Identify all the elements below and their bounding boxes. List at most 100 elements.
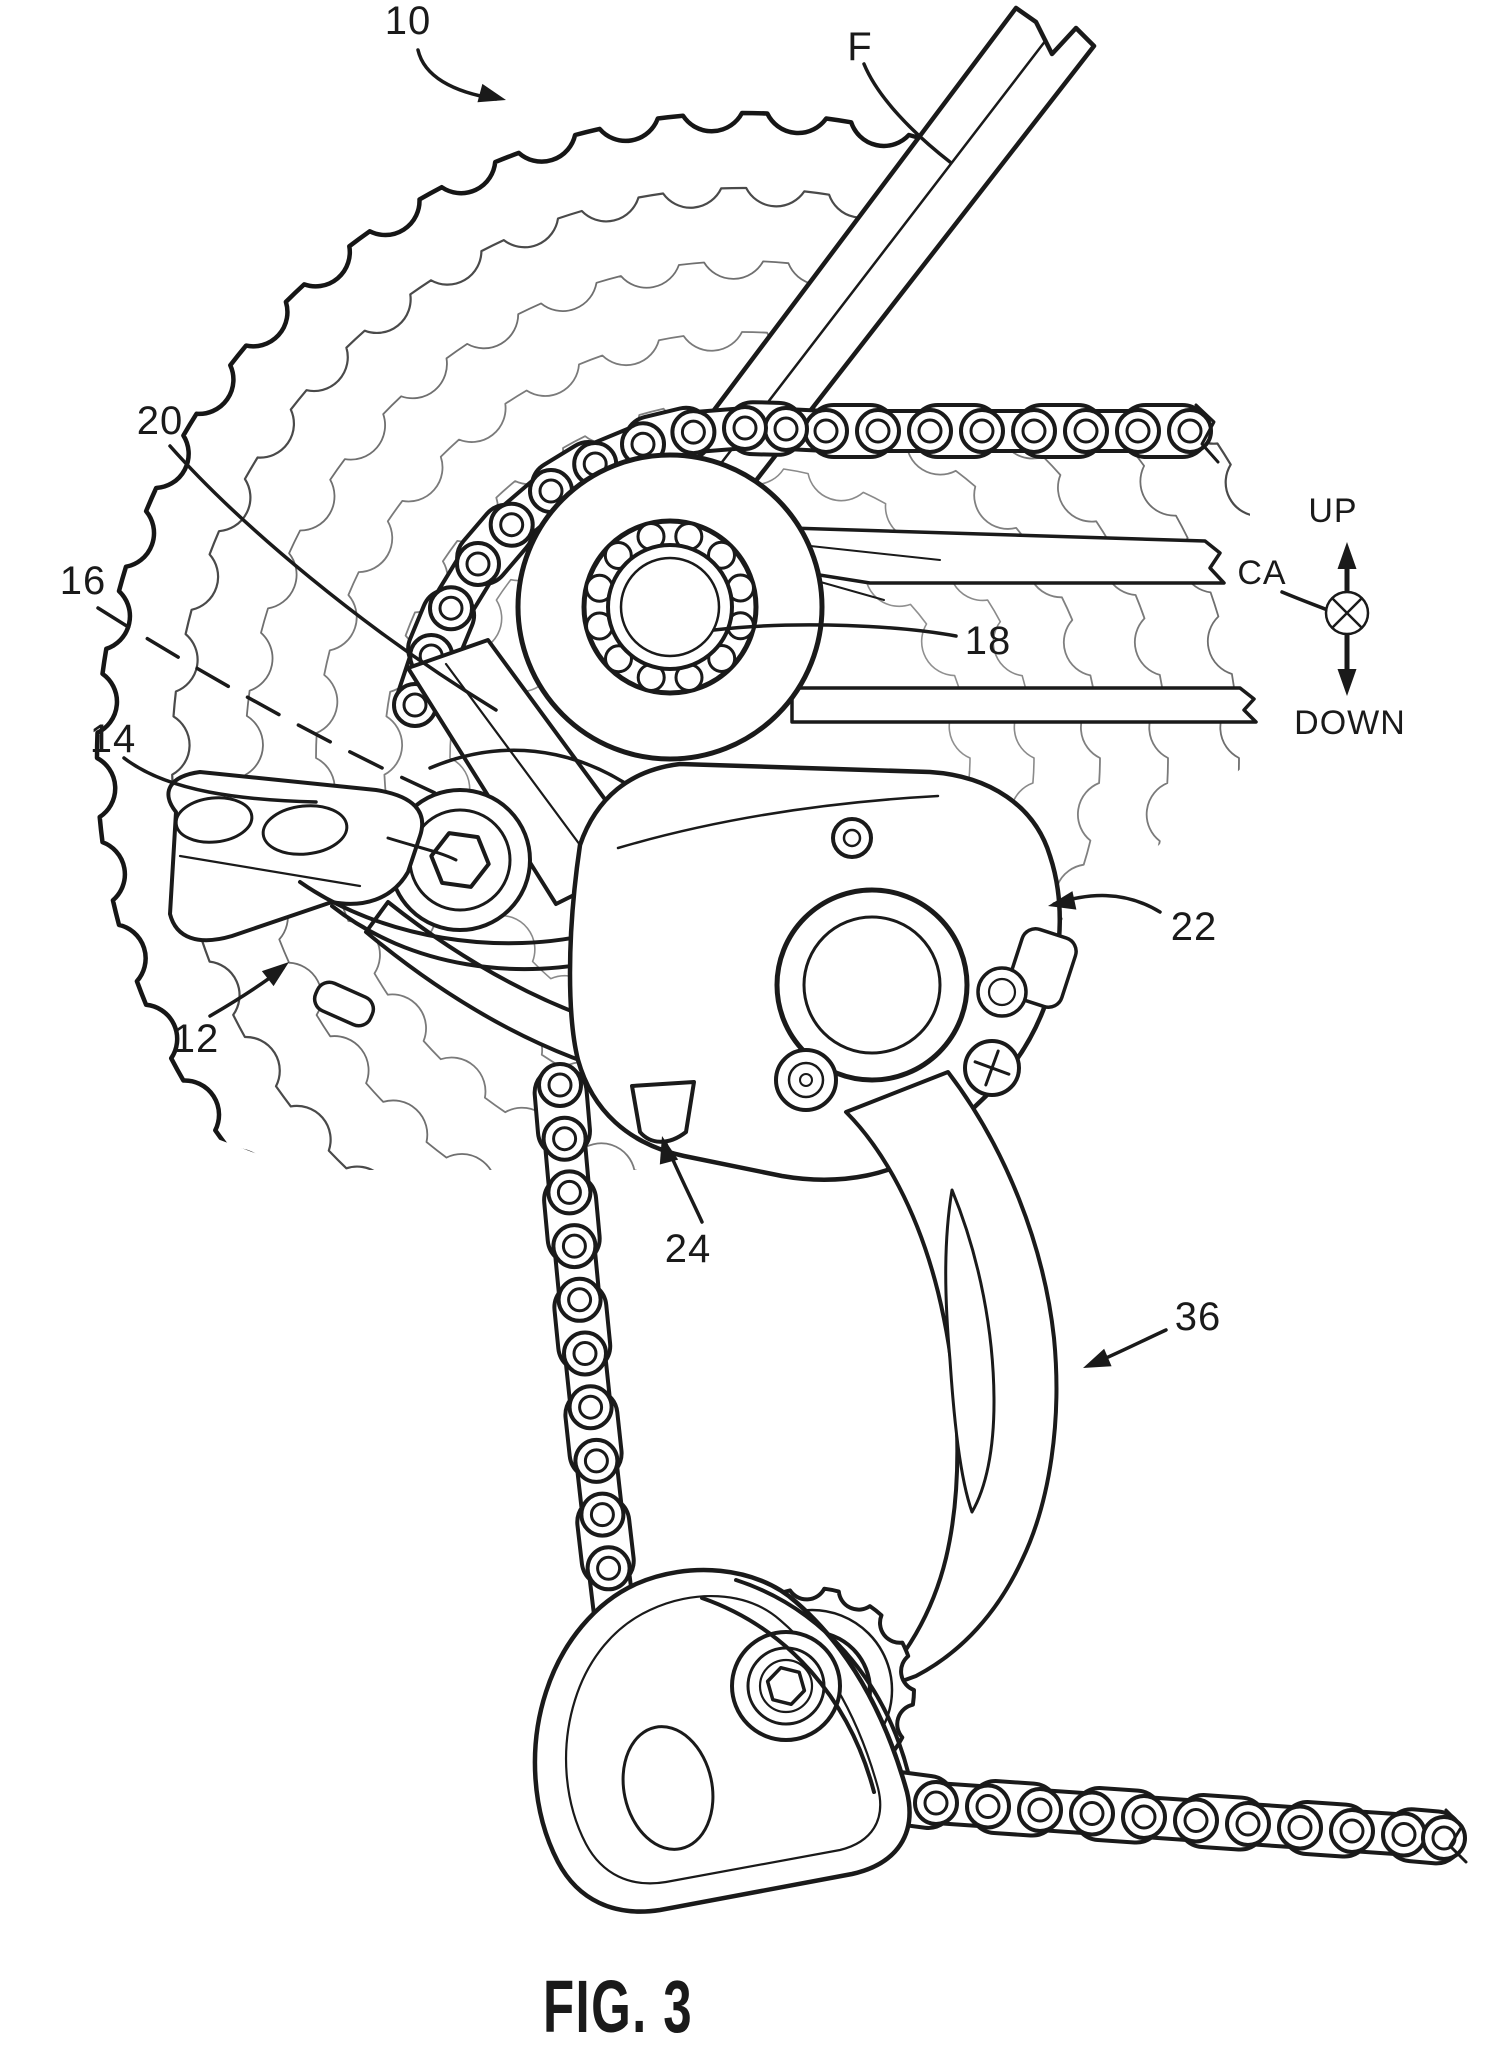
- direction-compass: UP CA DOWN: [1237, 492, 1406, 742]
- cassette-sprockets: [94, 110, 1250, 1170]
- motor-housing-22-shape: [802, 915, 942, 1055]
- chain-cage-run-shape: [583, 1448, 609, 1474]
- cable-tab-24: [630, 1080, 696, 1144]
- leader-16-dashed: [96, 606, 448, 800]
- cassette-sprockets-shape: [94, 110, 1250, 1170]
- motor-housing-22-shape: [799, 1073, 813, 1087]
- leader-arrowheads: [261, 83, 1357, 1368]
- compass-up-label: UP: [1308, 492, 1357, 530]
- chain-lower-run-shape: [975, 1794, 1001, 1819]
- motor-housing-22-shape: [842, 828, 862, 848]
- bracket-slot: [174, 796, 254, 844]
- link-arm-20-shape: [444, 662, 602, 874]
- axis-x-mark: [1331, 597, 1363, 629]
- cage-blade-36-shape: [844, 1070, 1059, 1694]
- chain-upper-run-shape: [1021, 418, 1047, 444]
- motor-housing-22-shape: [616, 794, 940, 850]
- chain-break-marks: [1194, 403, 1468, 1864]
- compass-down-label: DOWN: [1294, 704, 1406, 742]
- ref-label-22: 22: [1171, 905, 1218, 949]
- chain-cage-run-shape: [556, 1179, 582, 1205]
- leader-CA: [1280, 590, 1332, 613]
- chain-lower-run-shape: [1339, 1818, 1365, 1844]
- ref-label-F: F: [847, 25, 872, 69]
- chain-lower-run-shape: [1287, 1815, 1313, 1840]
- hex-socket: [765, 1665, 807, 1707]
- bearing-balls: [585, 522, 755, 692]
- ref-label-18: 18: [965, 619, 1012, 663]
- cage-blade-36: [844, 1070, 1059, 1694]
- chain-cage-run-shape: [561, 1233, 587, 1259]
- leader-arrowheads-shape: [477, 83, 506, 103]
- plate-hole: [621, 1725, 715, 1851]
- cage-front-edge: [700, 1596, 876, 1794]
- guide-pulley-18-shape: [619, 556, 721, 658]
- leader-arrowheads-shape: [1083, 1348, 1112, 1368]
- cage-slot: [944, 1188, 996, 1514]
- chain-cage-run-shape: [578, 1394, 604, 1420]
- leader-arrowheads-shape: [1048, 891, 1077, 910]
- hex-socket: [429, 831, 491, 889]
- leader-arrowheads-shape: [261, 962, 289, 987]
- phillips-screw: [963, 1039, 1021, 1097]
- axle-band: [790, 686, 1258, 724]
- compass-ca-label: CA: [1237, 554, 1286, 592]
- ref-label-14: 14: [90, 717, 137, 761]
- pivot-hex-bolt: [388, 788, 532, 932]
- chain-cage-run-shape: [567, 1287, 593, 1313]
- motor-housing-22-shape: [987, 977, 1017, 1007]
- leader-F: [862, 62, 952, 164]
- chain-upper-run-shape: [969, 418, 995, 444]
- chain-upper-run-shape: [402, 692, 428, 718]
- chain-upper-run-shape: [1125, 418, 1151, 444]
- limit-screw-pin-shape: [312, 980, 376, 1028]
- chain-cage-run-shape: [572, 1341, 598, 1366]
- chain-upper-run-shape: [465, 551, 491, 577]
- ref-label-16: 16: [60, 559, 107, 603]
- chain-cage-run: [532, 1062, 638, 1645]
- cage-front-edge: [734, 1578, 910, 1774]
- chain-lower-run-shape: [1079, 1801, 1105, 1826]
- ref-label-12: 12: [173, 1017, 220, 1061]
- chain-upper-run-shape: [499, 512, 525, 538]
- chain-upper-run-shape: [1177, 418, 1203, 444]
- chain-cage-run-shape: [589, 1502, 615, 1528]
- reference-numerals: 10 F 20 16 14 12 18 22 24 36: [60, 0, 1221, 1339]
- chain-upper-run-shape: [917, 418, 943, 444]
- chain-upper-run-shape: [865, 418, 891, 444]
- chain-lower-run-shape: [1183, 1808, 1209, 1833]
- guide-pulley-18: [515, 452, 825, 762]
- chain-upper-run-shape: [438, 595, 464, 621]
- chain-upper-run-shape: [630, 431, 656, 457]
- chain-upper-run-shape: [773, 416, 799, 442]
- hose-curve: [298, 880, 602, 946]
- chain-lower-run-shape: [1235, 1811, 1261, 1837]
- mounting-bracket-12-shape: [386, 836, 458, 862]
- phillips-screw-shape: [973, 1049, 1011, 1087]
- chain-lower-run-shape: [1027, 1797, 1053, 1823]
- leader-18: [712, 623, 958, 638]
- chain-cage-run-shape: [596, 1555, 622, 1581]
- leader-arrowheads-shape: [659, 1136, 679, 1165]
- leader-14: [122, 756, 318, 804]
- leader-20: [168, 444, 498, 712]
- chain-break-marks-shape: [1444, 1808, 1468, 1864]
- bracket-slot: [261, 804, 349, 856]
- ref-label-24: 24: [665, 1227, 712, 1271]
- ref-label-20: 20: [137, 399, 184, 443]
- tension-pulley-bolt: [700, 1578, 910, 1794]
- chain-break-marks-shape: [1194, 403, 1220, 464]
- chain-upper-run-shape: [813, 418, 839, 444]
- ref-label-10: 10: [385, 0, 432, 43]
- chain-upper-run-shape: [538, 478, 564, 504]
- chain-cage-run-shape: [547, 1072, 573, 1098]
- mounting-bracket-12-shape: [178, 854, 362, 888]
- chain-lower-run-shape: [923, 1790, 949, 1816]
- cage-end-plate-shape: [564, 1594, 882, 1885]
- chain-upper-run-shape: [680, 419, 706, 445]
- limit-screw-pin: [312, 980, 376, 1028]
- chain-cage-run-shape: [552, 1126, 578, 1152]
- figure-caption: FIG. 3: [543, 1965, 693, 2048]
- chain-upper-run-shape: [1073, 418, 1099, 444]
